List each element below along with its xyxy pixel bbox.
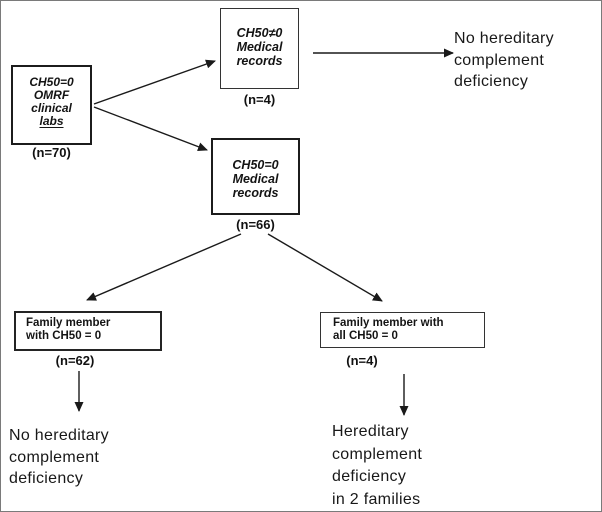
node-records-zero: CH50=0 Medical records xyxy=(211,138,300,215)
outcome-no-deficiency-bottom: No hereditary complement deficiency xyxy=(9,425,109,490)
node-text-line: Medical xyxy=(232,172,279,186)
arrow-labs-to-records-not-zero xyxy=(93,59,216,105)
node-text-line: records xyxy=(236,54,283,68)
node-text-line: records xyxy=(232,186,279,200)
node-family-member: Family member with CH50 = 0 xyxy=(14,311,162,351)
outcome-text-line: deficiency xyxy=(9,470,84,487)
outcome-text-line: complement xyxy=(454,51,545,69)
arrow-records-zero-to-family-member xyxy=(86,233,242,301)
arrow-labs-to-records-zero xyxy=(93,106,208,152)
outcome-hereditary-deficiency: Hereditary complement deficiency in 2 fa… xyxy=(332,421,422,511)
outcome-text-line: deficiency xyxy=(454,73,529,90)
node-text-line: OMRF xyxy=(33,88,70,102)
arrow-records-zero-to-family-all xyxy=(267,233,383,302)
node-text-line: Family member xyxy=(26,317,111,329)
outcome-no-deficiency-top: No hereditary complement deficiency xyxy=(454,28,554,93)
node-text-line: Medical xyxy=(236,40,283,54)
node-text-line: CH50=0 xyxy=(29,75,74,89)
node-records-not-zero: CH50≠0 Medical records xyxy=(220,8,299,89)
count-clinical-labs: (n=70) xyxy=(32,145,71,160)
outcome-text-line: Hereditary xyxy=(332,423,409,440)
node-text-line: labs xyxy=(39,114,64,128)
count-records-not-zero: (n=4) xyxy=(243,92,276,107)
outcome-text-line: No hereditary xyxy=(454,30,554,47)
node-family-member-all: Family member with all CH50 = 0 xyxy=(320,312,485,348)
count-family-member: (n=62) xyxy=(55,353,95,368)
count-records-zero: (n=66) xyxy=(236,217,275,232)
outcome-text-line: complement xyxy=(332,445,423,463)
outcome-text-line: deficiency xyxy=(332,468,407,485)
node-clinical-labs: CH50=0 OMRF clinical labs xyxy=(11,65,92,145)
node-text-line: clinical xyxy=(31,101,72,115)
node-text-line: all CH50 = 0 xyxy=(333,330,398,342)
node-text-line: CH50≠0 xyxy=(236,26,283,40)
outcome-text-line: in 2 families xyxy=(332,490,421,508)
node-text-line: with CH50 = 0 xyxy=(26,330,102,342)
outcome-text-line: No hereditary xyxy=(9,427,109,444)
node-text-line: CH50=0 xyxy=(232,158,279,172)
node-text-line: Family member with xyxy=(333,317,444,329)
outcome-text-line: complement xyxy=(9,448,100,466)
count-family-member-all: (n=4) xyxy=(346,353,378,368)
